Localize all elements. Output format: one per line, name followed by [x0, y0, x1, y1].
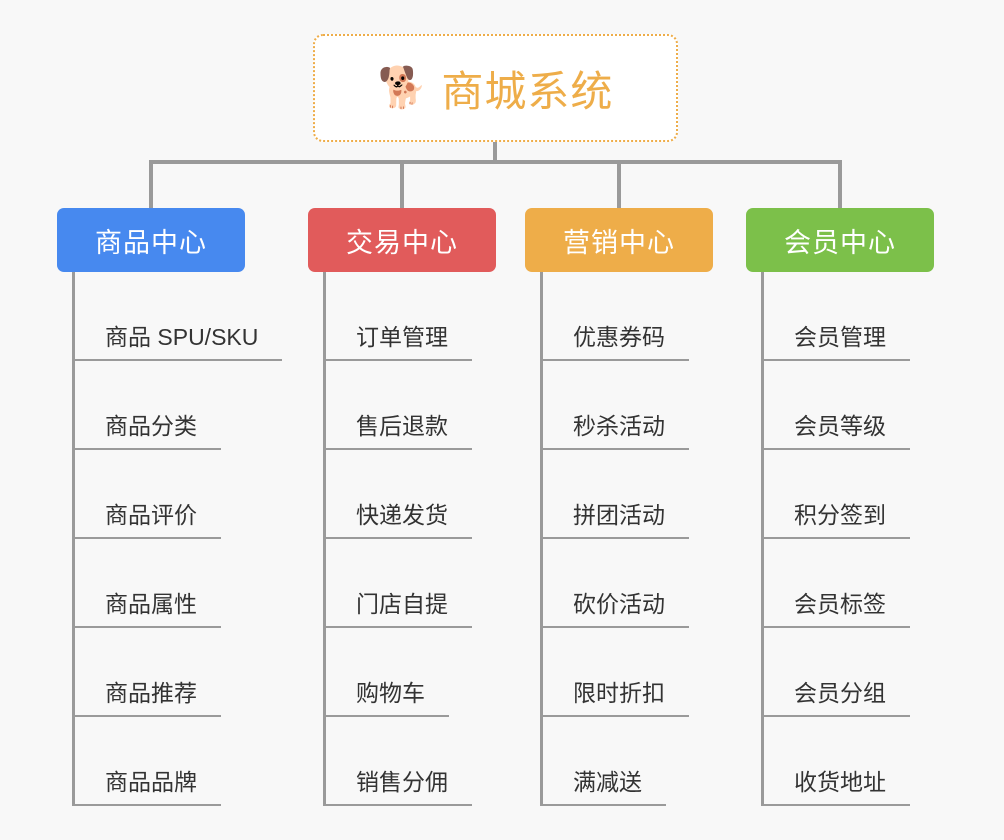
leaf-spine — [761, 272, 764, 806]
leaf-item[interactable]: 商品分类 — [72, 361, 245, 450]
leaf-list-3: 优惠券码秒杀活动拼团活动砍价活动限时折扣满减送 — [540, 272, 713, 806]
connector-drop-3 — [617, 160, 621, 208]
leaf-item[interactable]: 售后退款 — [323, 361, 496, 450]
connector-horizontal-bar — [150, 160, 840, 164]
leaf-label: 会员管理 — [761, 318, 910, 361]
connector-drop-4 — [838, 160, 842, 208]
leaf-item[interactable]: 购物车 — [323, 628, 496, 717]
leaf-label: 商品分类 — [72, 407, 221, 450]
connector-drop-1 — [149, 160, 153, 208]
leaf-label: 满减送 — [540, 763, 666, 806]
root-title: 商城系统 — [441, 67, 614, 115]
leaf-label: 订单管理 — [323, 318, 472, 361]
leaf-label: 门店自提 — [323, 585, 472, 628]
leaf-item[interactable]: 商品属性 — [72, 539, 245, 628]
category-box-1[interactable]: 商品中心 — [57, 208, 245, 272]
leaf-label: 销售分佣 — [323, 763, 472, 806]
leaf-item[interactable]: 快递发货 — [323, 450, 496, 539]
category-box-4[interactable]: 会员中心 — [746, 208, 934, 272]
leaf-item[interactable]: 商品推荐 — [72, 628, 245, 717]
leaf-spine — [323, 272, 326, 806]
leaf-label: 砍价活动 — [540, 585, 689, 628]
leaf-item[interactable]: 商品评价 — [72, 450, 245, 539]
category-box-2[interactable]: 交易中心 — [308, 208, 496, 272]
leaf-item[interactable]: 会员标签 — [761, 539, 934, 628]
leaf-item[interactable]: 满减送 — [540, 717, 713, 806]
leaf-item[interactable]: 秒杀活动 — [540, 361, 713, 450]
leaf-item[interactable]: 订单管理 — [323, 272, 496, 361]
connector-drop-2 — [400, 160, 404, 208]
leaf-item[interactable]: 积分签到 — [761, 450, 934, 539]
leaf-label: 拼团活动 — [540, 496, 689, 539]
leaf-label: 秒杀活动 — [540, 407, 689, 450]
leaf-item[interactable]: 会员管理 — [761, 272, 934, 361]
leaf-item[interactable]: 收货地址 — [761, 717, 934, 806]
category-box-3[interactable]: 营销中心 — [525, 208, 713, 272]
leaf-label: 会员等级 — [761, 407, 910, 450]
leaf-label: 限时折扣 — [540, 674, 689, 717]
leaf-item[interactable]: 优惠券码 — [540, 272, 713, 361]
leaf-label: 商品 SPU/SKU — [72, 318, 283, 361]
leaf-item[interactable]: 门店自提 — [323, 539, 496, 628]
category-label: 营销中心 — [563, 227, 675, 258]
leaf-list-1: 商品 SPU/SKU 商品分类商品评价商品属性商品推荐商品品牌 — [72, 272, 283, 806]
branch-column-1: 商品中心商品 SPU/SKU 商品分类商品评价商品属性商品推荐商品品牌 — [57, 208, 283, 806]
leaf-item[interactable]: 拼团活动 — [540, 450, 713, 539]
leaf-label: 售后退款 — [323, 407, 472, 450]
leaf-label: 积分签到 — [761, 496, 910, 539]
leaf-item[interactable]: 会员等级 — [761, 361, 934, 450]
category-label: 会员中心 — [784, 227, 896, 258]
leaf-item[interactable]: 会员分组 — [761, 628, 934, 717]
category-label: 商品中心 — [95, 227, 207, 258]
category-label: 交易中心 — [346, 227, 458, 258]
leaf-list-2: 订单管理售后退款快递发货门店自提购物车销售分佣 — [323, 272, 496, 806]
leaf-list-4: 会员管理会员等级积分签到会员标签会员分组收货地址 — [761, 272, 934, 806]
leaf-spine — [72, 272, 75, 806]
connector-root-stem — [493, 142, 497, 164]
leaf-label: 快递发货 — [323, 496, 472, 539]
leaf-label: 商品品牌 — [72, 763, 221, 806]
leaf-label: 商品评价 — [72, 496, 221, 539]
leaf-item[interactable]: 限时折扣 — [540, 628, 713, 717]
branch-column-3: 营销中心优惠券码秒杀活动拼团活动砍价活动限时折扣满减送 — [525, 208, 713, 806]
leaf-label: 会员分组 — [761, 674, 910, 717]
shiba-dog-face-icon: 🐕 — [377, 66, 428, 110]
leaf-item[interactable]: 砍价活动 — [540, 539, 713, 628]
leaf-spine — [540, 272, 543, 806]
leaf-label: 商品推荐 — [72, 674, 221, 717]
leaf-label: 购物车 — [323, 674, 449, 717]
root-node[interactable]: 🐕 商城系统 — [313, 34, 678, 142]
leaf-label: 收货地址 — [761, 763, 910, 806]
leaf-label: 商品属性 — [72, 585, 221, 628]
leaf-item[interactable]: 商品 SPU/SKU — [72, 272, 283, 361]
leaf-label: 会员标签 — [761, 585, 910, 628]
leaf-label: 优惠券码 — [540, 318, 689, 361]
branch-column-2: 交易中心订单管理售后退款快递发货门店自提购物车销售分佣 — [308, 208, 496, 806]
branch-column-4: 会员中心会员管理会员等级积分签到会员标签会员分组收货地址 — [746, 208, 934, 806]
leaf-item[interactable]: 商品品牌 — [72, 717, 245, 806]
leaf-item[interactable]: 销售分佣 — [323, 717, 496, 806]
